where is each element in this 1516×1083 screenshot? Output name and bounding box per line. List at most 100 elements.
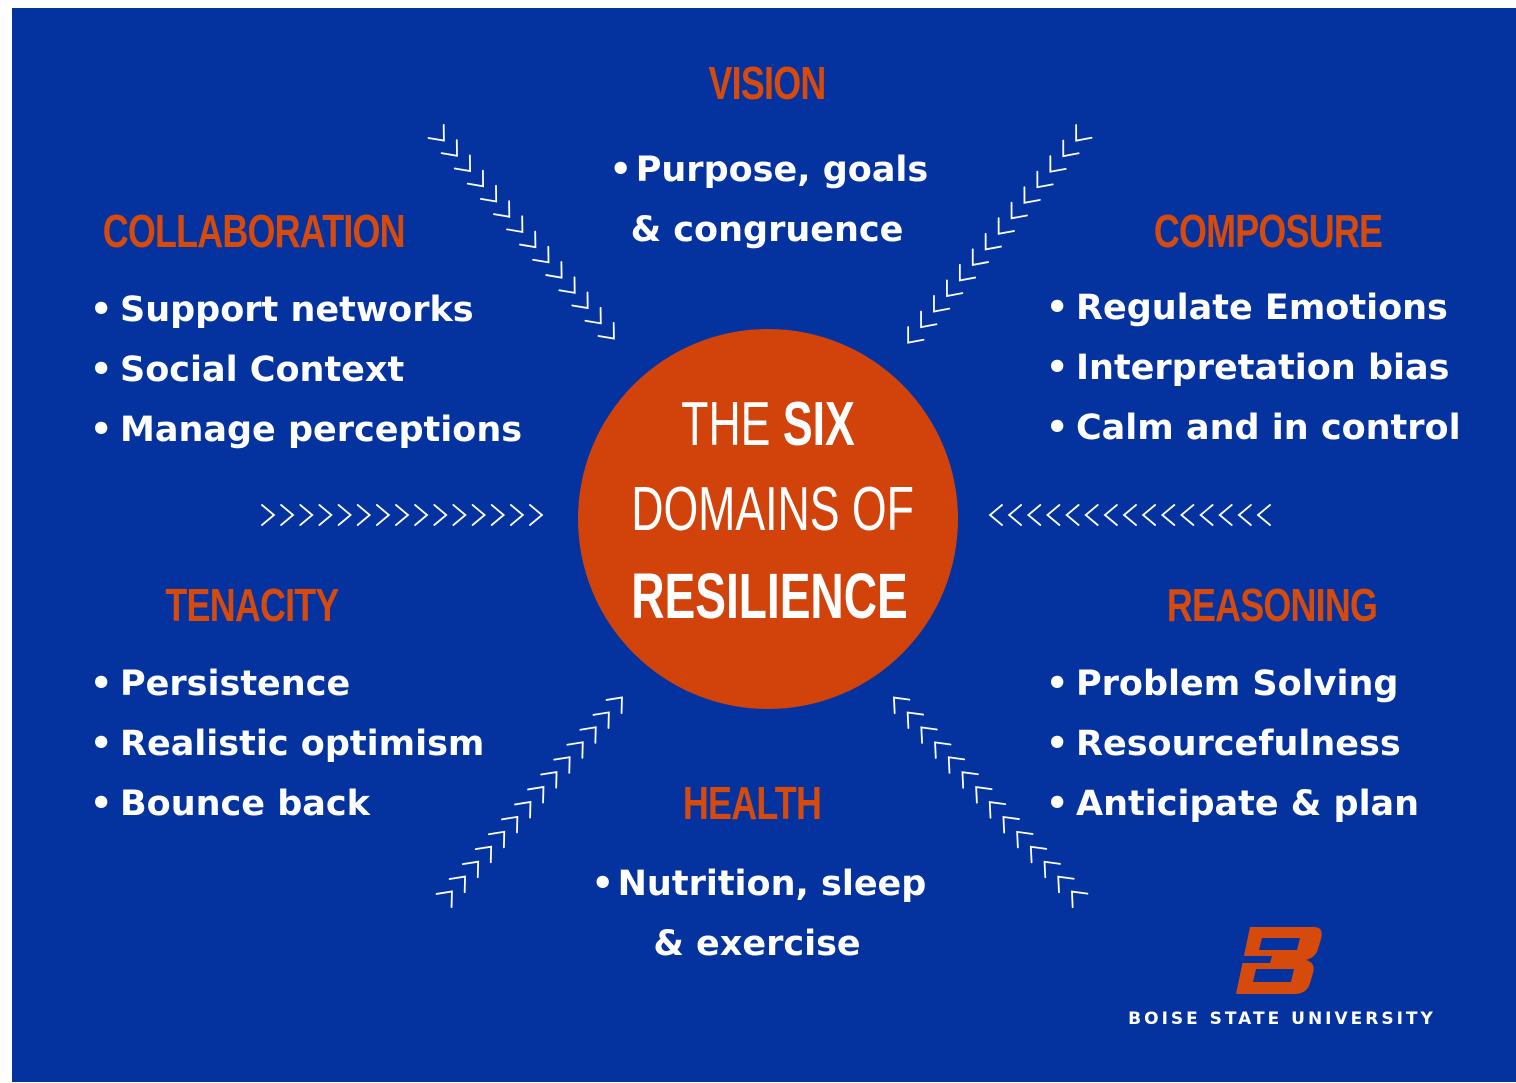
bullet: • — [1046, 288, 1069, 328]
composure-item-text: Regulate Emotions — [1076, 288, 1448, 328]
chevron-icon — [592, 711, 610, 729]
chevron-icon — [519, 230, 537, 249]
chevron-icon — [471, 504, 487, 526]
bullet: • — [90, 784, 113, 824]
infographic-card: VISION •Purpose, goals & congruence COLL… — [12, 8, 1516, 1082]
tenacity-item: •Bounce back — [90, 774, 484, 834]
chevron-icon — [414, 504, 429, 526]
chevron-icon — [433, 504, 448, 526]
chevron-icon — [375, 504, 391, 526]
chevron-icon — [571, 291, 589, 310]
chevron-icon — [1218, 504, 1233, 526]
chevron-icon — [947, 756, 966, 774]
health-item-text: & exercise — [653, 924, 861, 964]
health-item: •Nutrition, sleep — [562, 854, 952, 914]
chevron-icon — [466, 169, 485, 188]
composure-item-text: Interpretation bias — [1076, 348, 1450, 388]
chevron-icon — [958, 263, 977, 282]
chevron-icon — [997, 217, 1015, 235]
chevron-icon — [527, 785, 545, 804]
chevron-icon — [1062, 139, 1080, 158]
reasoning-item: •Problem Solving — [1046, 654, 1419, 714]
center-circle: THE SIX DOMAINS OF RESILIENCE — [578, 329, 958, 709]
chevron-icon — [1141, 504, 1156, 526]
composure-list: •Regulate Emotions •Interpretation bias … — [1046, 278, 1461, 458]
chevron-icon — [1070, 890, 1089, 909]
bullet: • — [1046, 724, 1069, 764]
bullet: • — [1046, 408, 1069, 448]
bullet: • — [90, 350, 113, 390]
chevron-icon — [487, 830, 506, 849]
collaboration-item: •Social Context — [90, 340, 522, 400]
bullet: • — [609, 150, 632, 190]
hub-six-text: SIX — [782, 390, 855, 459]
chevron-icon — [920, 310, 938, 329]
composure-item: •Interpretation bias — [1046, 338, 1461, 398]
chevron-icon — [984, 232, 1002, 251]
chevron-icon — [988, 801, 1007, 819]
chevron-icon — [490, 504, 506, 526]
chevron-icon — [501, 815, 519, 834]
chevron-icon — [261, 504, 276, 526]
chevron-icon — [579, 726, 597, 744]
health-item: & exercise — [562, 914, 952, 974]
vision-item-text: & congruence — [630, 210, 904, 250]
chevron-icon — [337, 504, 353, 526]
chevron-icon — [540, 771, 558, 789]
chevron-icon — [933, 294, 951, 313]
chevron-row-left — [261, 504, 544, 526]
chevron-icon — [395, 504, 410, 526]
chevron-icon — [356, 504, 372, 526]
bullet: • — [90, 724, 113, 764]
chevron-icon — [558, 276, 576, 294]
chevron-row-bottom-right — [892, 696, 1089, 909]
chevron-icon — [961, 771, 979, 789]
chevron-icon — [318, 504, 333, 526]
chevron-icon — [545, 261, 563, 279]
chevron-icon — [1023, 186, 1041, 204]
reasoning-item-text: Problem Solving — [1076, 664, 1399, 704]
hub-the-text: THE — [681, 390, 783, 459]
chevron-icon — [452, 504, 467, 526]
chevron-icon — [1065, 504, 1080, 526]
chevron-icon — [597, 322, 615, 340]
collaboration-list: •Support networks •Social Context •Manag… — [90, 280, 522, 460]
composure-item: •Calm and in control — [1046, 398, 1461, 458]
chevron-row-right — [988, 504, 1271, 526]
tenacity-item-text: Bounce back — [120, 784, 370, 824]
chevron-icon — [1057, 875, 1075, 894]
chevron-icon — [427, 124, 445, 142]
chevron-icon — [1256, 504, 1271, 526]
health-list: •Nutrition, sleep & exercise — [562, 854, 952, 974]
bullet: • — [90, 410, 113, 450]
collaboration-item: •Manage perceptions — [90, 400, 522, 460]
chevron-icon — [1002, 815, 1020, 834]
chevron-icon — [514, 800, 532, 819]
collaboration-item-text: Social Context — [120, 350, 405, 390]
composure-item: •Regulate Emotions — [1046, 278, 1461, 338]
chevron-icon — [509, 504, 525, 526]
chevron-icon — [934, 741, 952, 759]
chevron-icon — [1029, 845, 1048, 864]
vision-item: •Purpose, goals — [572, 140, 962, 200]
chevron-icon — [605, 696, 623, 715]
bullet: • — [591, 864, 614, 904]
chevron-icon — [1179, 504, 1195, 526]
chevron-icon — [1103, 504, 1118, 526]
reasoning-heading: REASONING — [1166, 579, 1378, 631]
vision-heading: VISION — [708, 57, 827, 109]
chevron-row-bottom-left — [435, 696, 623, 909]
vision-item: & congruence — [572, 200, 962, 260]
chevron-arrows — [261, 124, 1271, 909]
hub-title-line-1: THE SIX — [631, 389, 905, 460]
bullet: • — [1046, 664, 1069, 704]
bullet: • — [90, 290, 113, 330]
chevron-icon — [1045, 504, 1061, 526]
reasoning-item-text: Resourcefulness — [1076, 724, 1401, 764]
vision-item-text: Purpose, goals — [635, 150, 929, 190]
chevron-icon — [474, 845, 493, 864]
university-wordmark: BOISE STATE UNIVERSITY — [1128, 1009, 1436, 1029]
collaboration-item-text: Manage perceptions — [120, 410, 523, 450]
tenacity-item-text: Realistic optimism — [120, 724, 485, 764]
chevron-icon — [988, 504, 1003, 526]
